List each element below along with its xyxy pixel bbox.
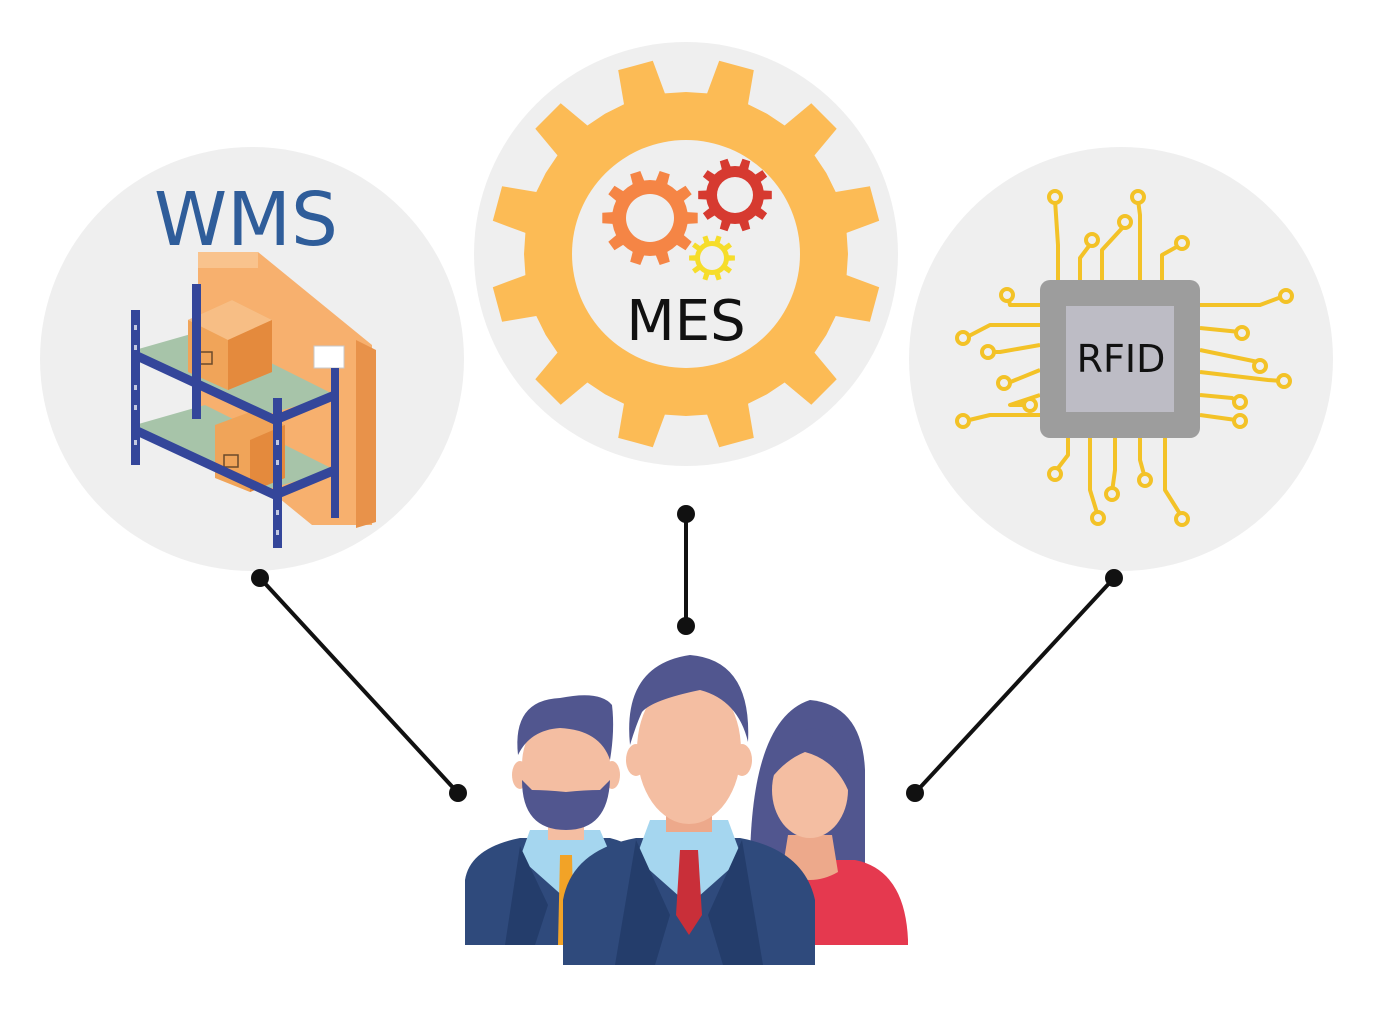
connector-wms [251, 569, 467, 802]
mes-node: MES [474, 42, 898, 466]
small-gears-icon [602, 158, 772, 281]
warehouse-shelf-icon [131, 252, 376, 548]
rfid-label: RFID [1077, 337, 1166, 381]
center-man-avatar [563, 655, 815, 965]
circuit-pads [955, 189, 1294, 527]
mes-label: MES [626, 289, 745, 354]
red-gear-hole [717, 177, 753, 213]
orange-gear-hole [626, 194, 674, 242]
team-icon [465, 655, 908, 965]
gear-icon [492, 60, 880, 448]
yellow-gear-hole [700, 246, 724, 270]
rfid-chip-icon [1040, 280, 1200, 438]
wms-node: WMS [40, 147, 464, 571]
connectors [251, 505, 1123, 802]
wms-label: WMS [154, 177, 338, 263]
rfid-node: RFID [909, 147, 1333, 571]
woman-avatar [749, 700, 908, 945]
connector-mes [677, 505, 695, 635]
connector-rfid [906, 569, 1123, 802]
